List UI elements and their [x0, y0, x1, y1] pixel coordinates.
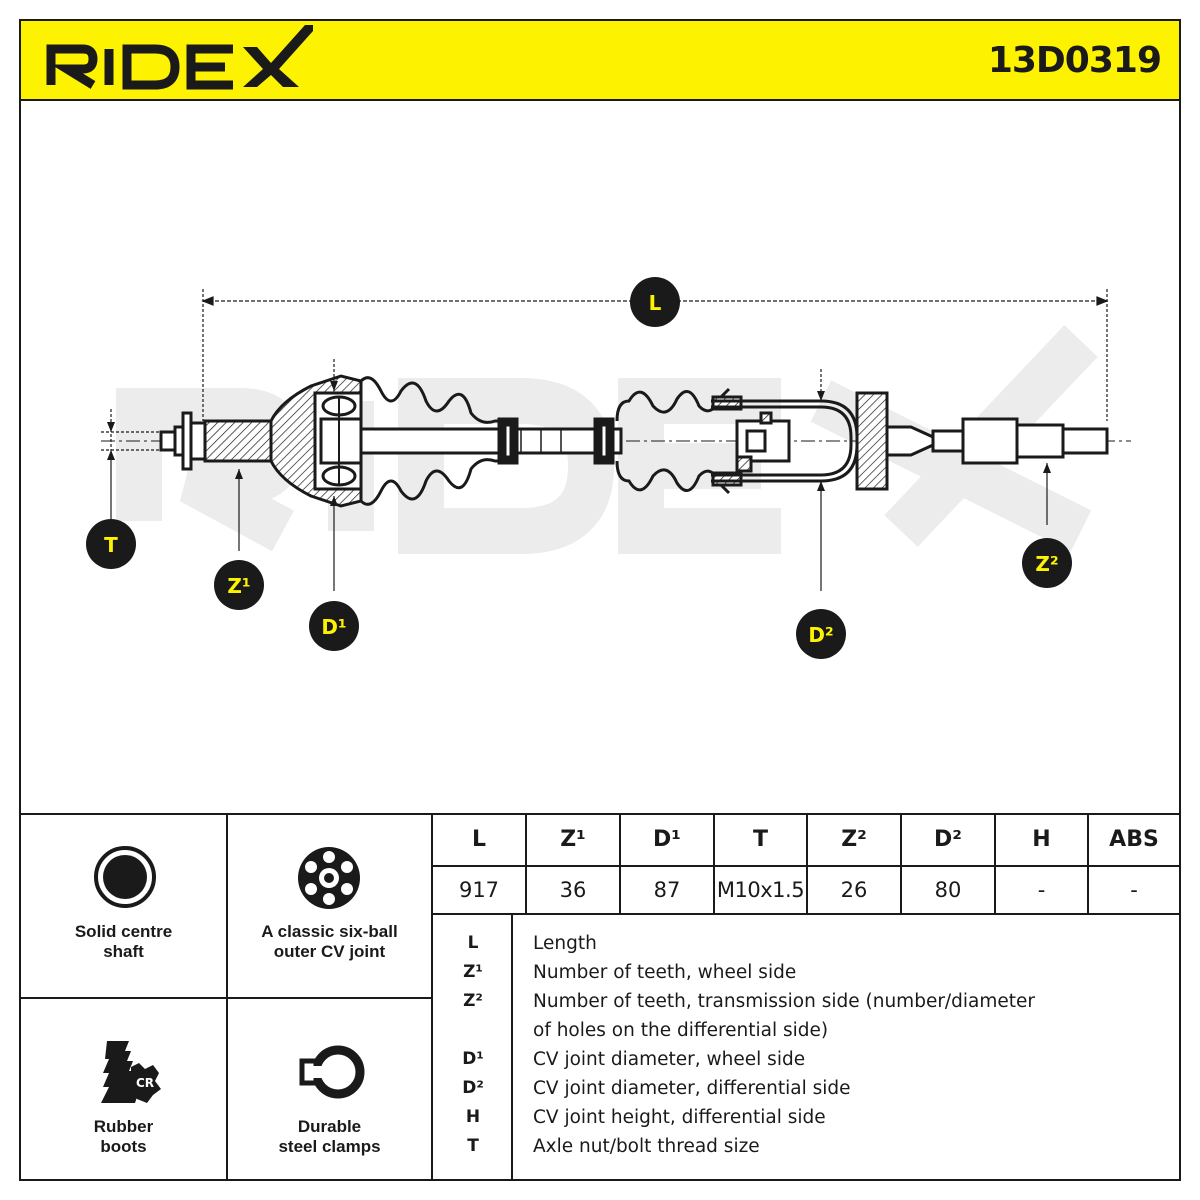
divider: [994, 815, 996, 913]
header-bar: 13D0319: [21, 21, 1179, 101]
spec-value: 80: [934, 878, 962, 902]
driveshaft-diagram: L T Z¹ D¹ D² Z²: [86, 277, 1131, 659]
feature-label: outer CV joint: [273, 942, 386, 961]
spec-value: 917: [458, 878, 500, 902]
dimension-arrowheads: [107, 381, 1051, 506]
callout-Z2: Z²: [1022, 538, 1072, 588]
callout-L: L: [630, 277, 680, 327]
feature-six-ball-joint: A classic six-ball outer CV joint: [228, 815, 431, 997]
divider: [431, 913, 1179, 915]
svg-text:D²: D²: [808, 623, 833, 647]
legend-text: CV joint height, differential side: [533, 1107, 826, 1128]
divider: [1087, 815, 1089, 913]
legend-key: D²: [462, 1078, 484, 1098]
legend-key: T: [467, 1136, 479, 1156]
legend-text: CV joint diameter, wheel side: [533, 1049, 806, 1070]
feature-solid-shaft: Solid centre shaft: [21, 815, 226, 997]
callout-D2: D²: [796, 609, 846, 659]
spec-value: M10x1.5: [716, 878, 805, 902]
spec-header: H: [1032, 827, 1051, 852]
divider: [511, 915, 513, 1181]
brand-logo: [46, 25, 313, 90]
legend-key: L: [467, 933, 479, 953]
svg-text:Z²: Z²: [1035, 552, 1058, 576]
legend-text: Number of teeth, wheel side: [533, 962, 797, 983]
wheel-side-stub: [159, 411, 273, 471]
spec-header: D¹: [653, 827, 681, 852]
rubber-boot-icon-text: CR: [136, 1076, 154, 1090]
feature-label: shaft: [103, 942, 144, 961]
legend-text: Axle nut/bolt thread size: [533, 1136, 760, 1157]
spec-value: -: [1130, 878, 1138, 902]
divider: [619, 815, 621, 913]
divider: [713, 815, 715, 913]
legend-text: of holes on the differential side): [533, 1020, 829, 1041]
svg-text:Z¹: Z¹: [227, 574, 250, 598]
steel-clamp-icon: [299, 1045, 365, 1099]
legend-text: Length: [533, 933, 597, 954]
spec-value: 36: [559, 878, 587, 902]
divider: [900, 815, 902, 913]
feature-label: Rubber: [93, 1117, 154, 1136]
divider: [21, 997, 431, 999]
differential-side-stub: [855, 391, 1109, 491]
dimension-markers: [101, 359, 1048, 591]
spec-header: D²: [934, 827, 962, 852]
six-ball-joint-icon: [298, 847, 360, 909]
divider: [806, 815, 808, 913]
legend-key: Z²: [463, 991, 483, 1011]
feature-steel-clamps: Durable steel clamps: [228, 999, 431, 1181]
svg-text:D¹: D¹: [321, 615, 346, 639]
spec-header: L: [471, 827, 487, 852]
spec-header: T: [752, 827, 768, 852]
legend-key: Z¹: [463, 962, 483, 982]
callout-T: T: [86, 519, 136, 569]
spec-value: -: [1037, 878, 1046, 902]
svg-text:L: L: [649, 291, 662, 315]
callout-Z1: Z¹: [214, 560, 264, 610]
inner-boot: [615, 387, 731, 495]
spec-value: 26: [840, 878, 868, 902]
length-dimension: [201, 289, 1109, 421]
feature-rubber-boots: CR Rubber boots: [21, 999, 226, 1181]
outer-boot: [359, 376, 505, 506]
centre-shaft: [359, 417, 623, 465]
divider: [431, 865, 1179, 867]
rubber-boot-icon: CR: [101, 1041, 161, 1103]
solid-shaft-icon: [94, 846, 156, 908]
svg-text:T: T: [104, 533, 118, 557]
callout-D1: D¹: [309, 601, 359, 651]
legend-text: CV joint diameter, differential side: [533, 1078, 851, 1099]
divider: [431, 815, 433, 1181]
feature-label: boots: [100, 1137, 147, 1156]
spec-header: Z¹: [560, 827, 586, 852]
divider: [525, 815, 527, 913]
legend-text: Number of teeth, transmission side (numb…: [533, 991, 1036, 1012]
info-panel: Solid centre shaft A classic six-ball ou…: [21, 813, 1179, 1181]
product-sheet: 13D0319: [19, 19, 1181, 1181]
spec-header: ABS: [1109, 827, 1159, 852]
feature-label: steel clamps: [278, 1137, 381, 1156]
spec-value: 87: [653, 878, 681, 902]
spec-header: Z²: [841, 827, 867, 852]
legend-key: H: [465, 1107, 481, 1127]
feature-label: A classic six-ball: [261, 922, 398, 941]
legend-key: D¹: [462, 1049, 484, 1069]
feature-label: Durable: [297, 1117, 362, 1136]
feature-label: Solid centre: [74, 922, 173, 941]
technical-drawing: L T Z¹ D¹ D² Z²: [21, 101, 1179, 813]
part-number: 13D0319: [987, 40, 1162, 81]
